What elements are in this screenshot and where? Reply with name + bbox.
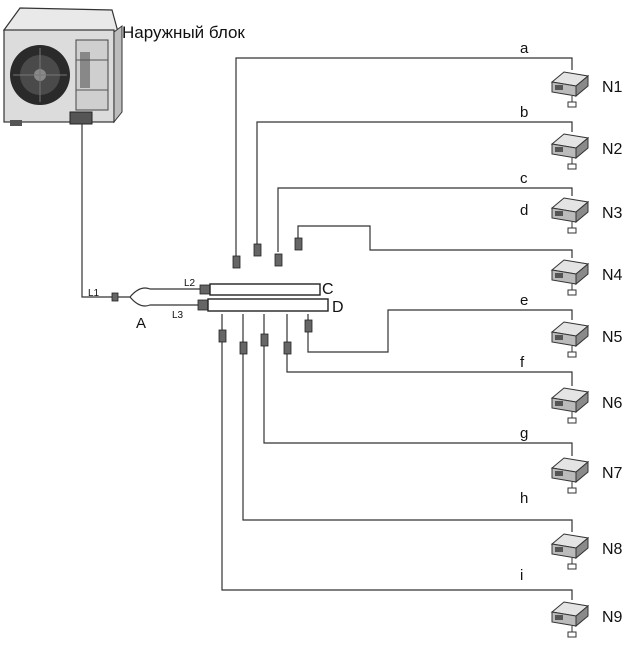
indoor-unit-icon bbox=[550, 71, 590, 108]
pipe-l3 bbox=[129, 296, 200, 307]
fitting-icon bbox=[274, 253, 283, 267]
fitting-icon bbox=[304, 319, 313, 333]
indoor-unit-icon bbox=[550, 133, 590, 170]
header-d bbox=[207, 298, 329, 312]
unit-label-n9: N9 bbox=[602, 609, 623, 626]
fitting-icon bbox=[197, 299, 209, 311]
indoor-unit-icon bbox=[550, 601, 590, 638]
fitting-icon bbox=[199, 284, 211, 295]
fitting-icon bbox=[260, 333, 269, 347]
indoor-unit-icon bbox=[550, 533, 590, 570]
header-label-d: D bbox=[332, 299, 344, 316]
fitting-icon bbox=[283, 341, 292, 355]
fitting-icon bbox=[253, 243, 262, 257]
branch-label-c: c bbox=[520, 170, 528, 187]
branch-pipe-g bbox=[263, 314, 573, 456]
branch-pipe-h bbox=[242, 314, 573, 532]
outdoor-unit bbox=[2, 7, 123, 126]
fitting-icon bbox=[294, 237, 303, 251]
branch-label-d: d bbox=[520, 202, 528, 219]
fitting-icon bbox=[218, 329, 227, 343]
outdoor-unit-label: Наружный блок bbox=[122, 23, 245, 42]
indoor-unit-icon bbox=[550, 259, 590, 296]
branch-label-g: g bbox=[520, 425, 528, 442]
unit-label-n7: N7 bbox=[602, 465, 623, 482]
indoor-unit-icon bbox=[550, 197, 590, 234]
unit-label-n4: N4 bbox=[602, 267, 623, 284]
branch-label-i: i bbox=[520, 567, 523, 584]
branch-pipe-c bbox=[277, 187, 573, 252]
branch-pipe-e bbox=[307, 309, 573, 353]
branch-pipe-d bbox=[297, 225, 573, 258]
pipe-label-l1: L1 bbox=[88, 288, 100, 299]
branch-pipe-i bbox=[221, 314, 573, 600]
unit-label-n2: N2 bbox=[602, 141, 623, 158]
unit-label-n3: N3 bbox=[602, 205, 623, 222]
branch-label-a: a bbox=[520, 40, 529, 57]
indoor-unit-icon bbox=[550, 321, 590, 358]
branch-label-b: b bbox=[520, 104, 528, 121]
main-pipe-l1 bbox=[81, 124, 112, 298]
unit-label-n1: N1 bbox=[602, 79, 623, 96]
unit-label-n8: N8 bbox=[602, 541, 623, 558]
unit-label-n5: N5 bbox=[602, 329, 623, 346]
header-label-c: C bbox=[322, 281, 334, 298]
joint-label-a: A bbox=[136, 315, 146, 332]
branch-label-f: f bbox=[520, 354, 525, 371]
fitting-icon bbox=[232, 255, 241, 269]
pipe-l2 bbox=[118, 287, 200, 298]
header-c bbox=[209, 283, 321, 296]
branch-label-h: h bbox=[520, 490, 528, 507]
indoor-unit-icon bbox=[550, 457, 590, 494]
indoor-unit-icon bbox=[550, 387, 590, 424]
branch-pipe-b bbox=[256, 121, 573, 250]
pipe-label-l2: L2 bbox=[184, 278, 196, 289]
pipe-label-l3: L3 bbox=[172, 310, 184, 321]
branch-pipe-f bbox=[286, 314, 573, 386]
branch-pipe-a bbox=[235, 57, 573, 262]
fitting-icon bbox=[111, 292, 119, 302]
unit-label-n6: N6 bbox=[602, 395, 623, 412]
branch-label-e: e bbox=[520, 292, 528, 309]
fitting-icon bbox=[239, 341, 248, 355]
